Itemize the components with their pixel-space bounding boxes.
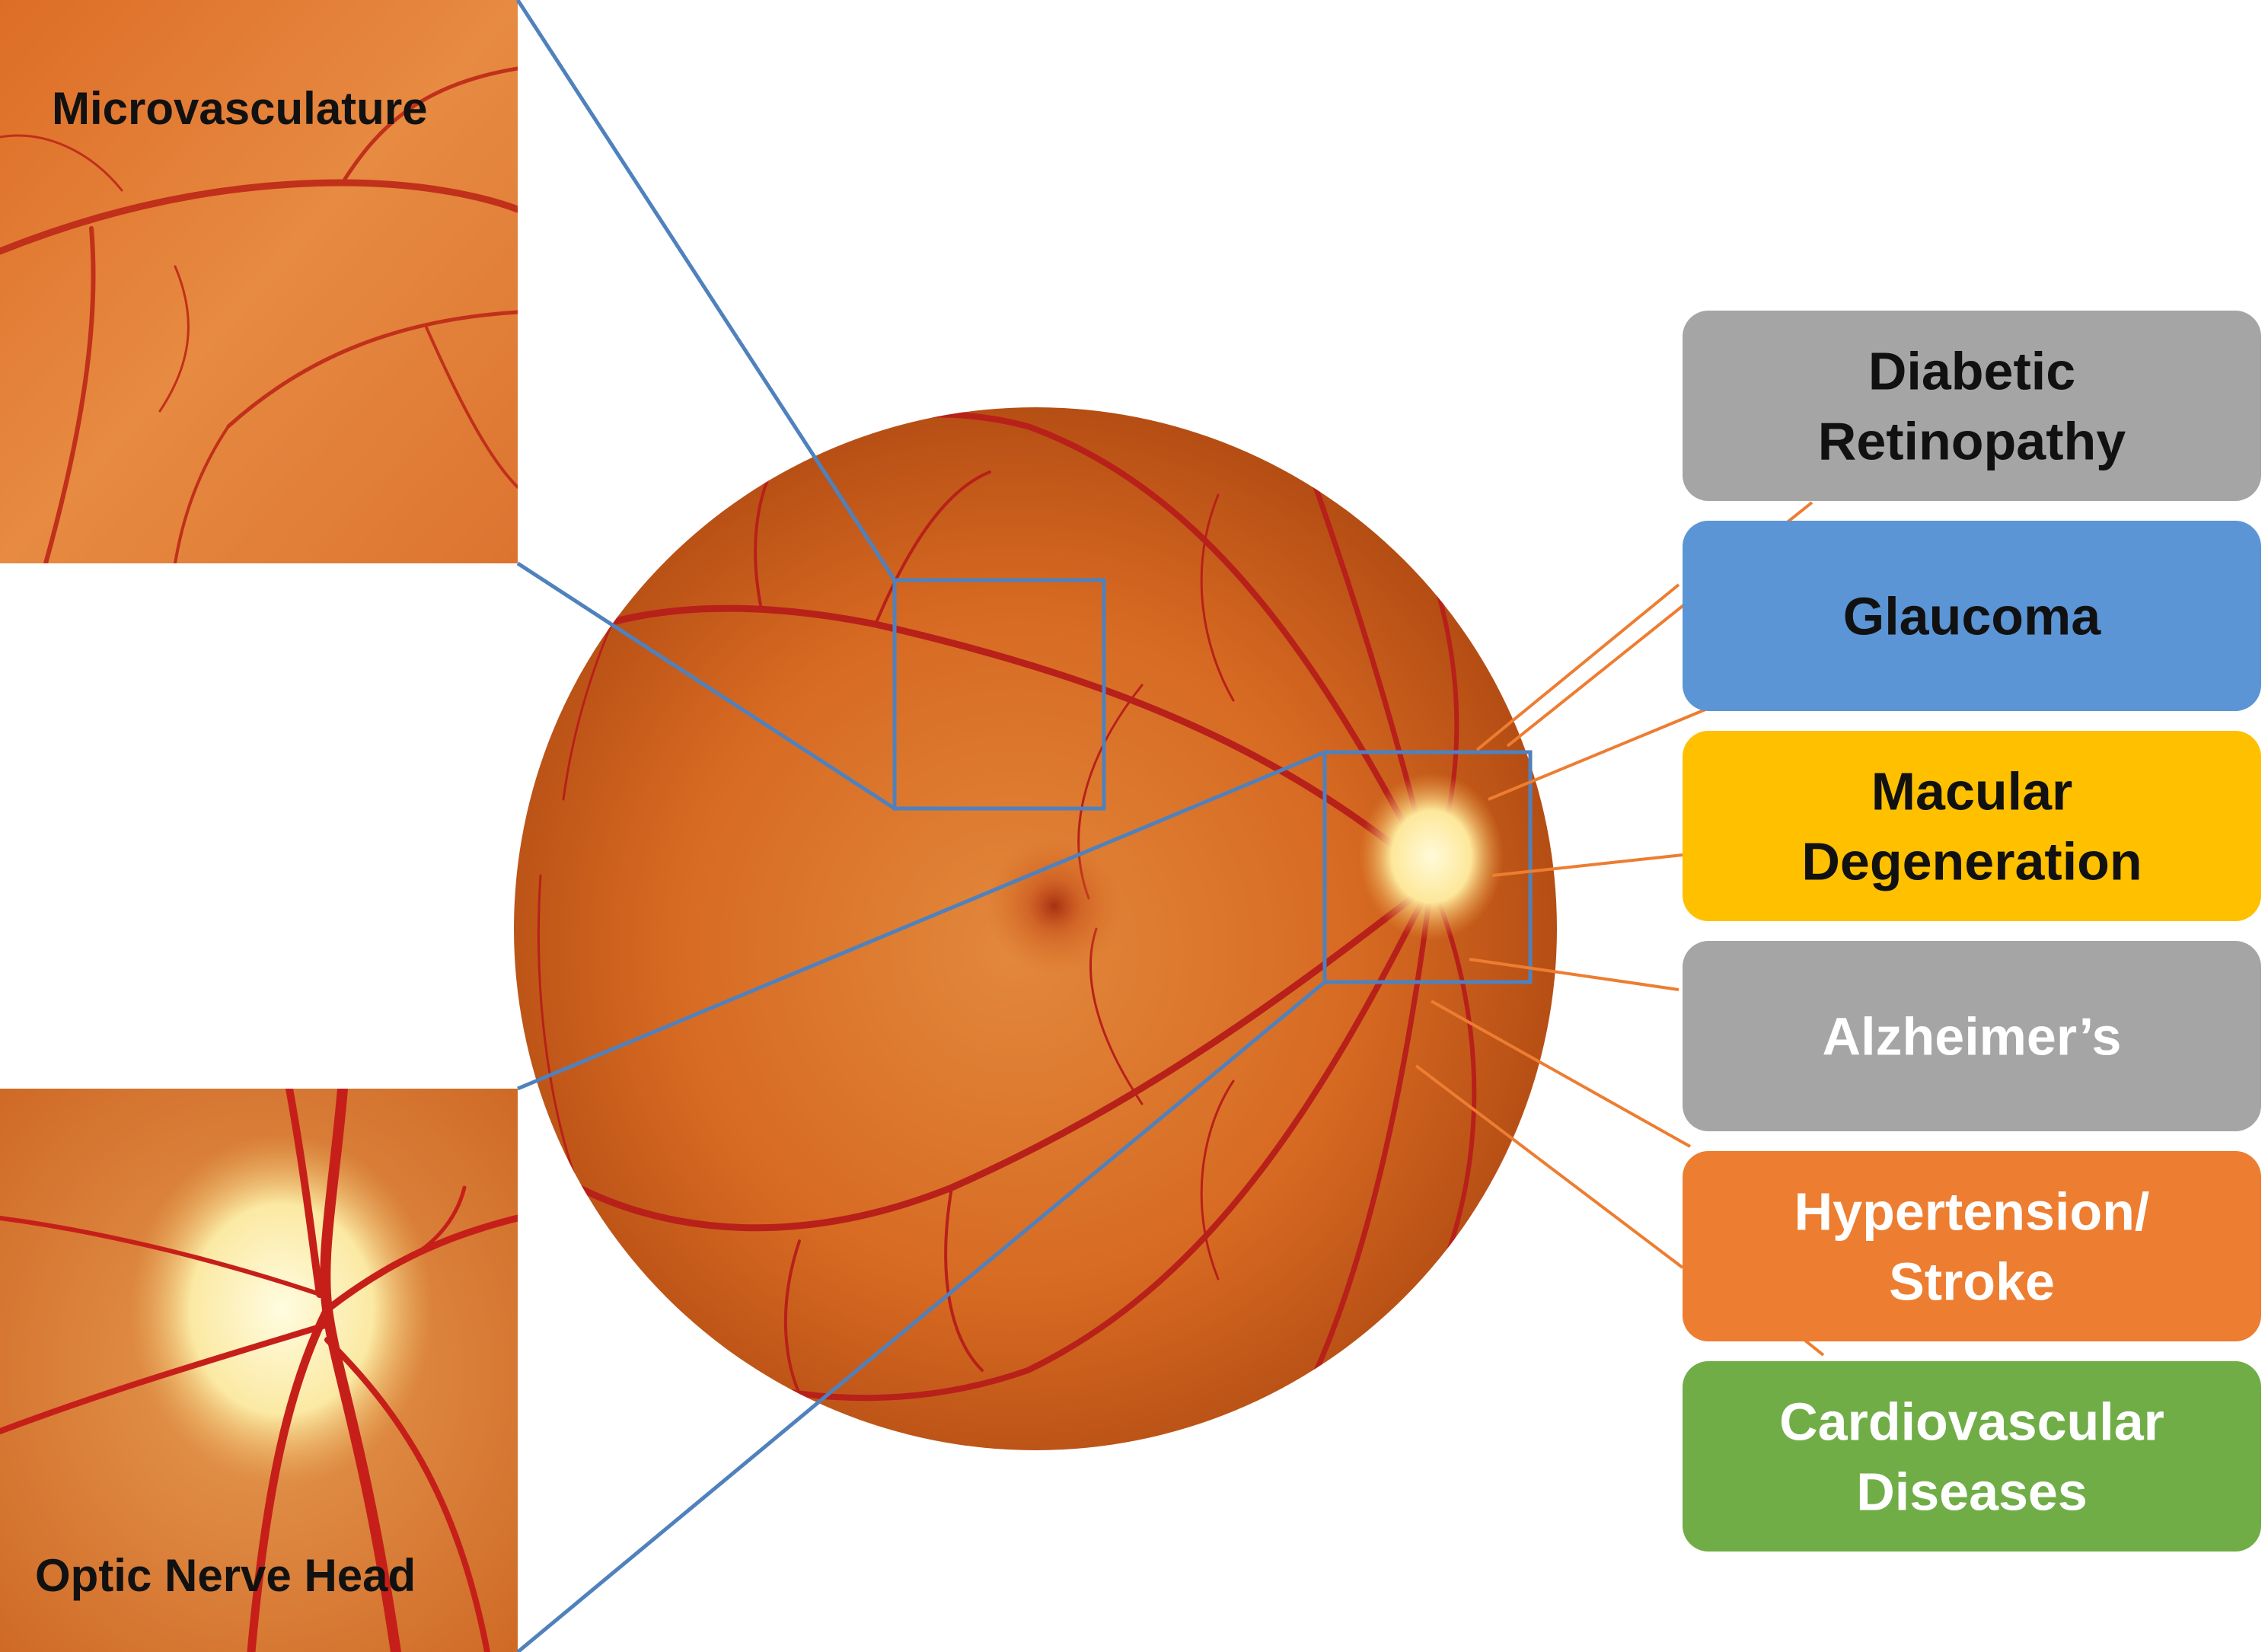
disease-box-bg <box>1683 311 2261 501</box>
disease-label-line: Cardiovascular <box>1779 1392 2164 1452</box>
disease-box-alzheimers: Alzheimer’s <box>1683 941 2261 1131</box>
disease-label-line: Hypertension/ <box>1794 1182 2150 1242</box>
disease-label-line: Alzheimer’s <box>1823 1007 2122 1067</box>
disease-box-bg <box>1683 941 2261 1131</box>
optic-nerve-head-label: Optic Nerve Head <box>35 1550 416 1601</box>
disease-box-glaucoma: Glaucoma <box>1683 521 2261 711</box>
disease-label-line: Diabetic <box>1868 342 2075 401</box>
micro-zoom-box <box>892 578 1106 811</box>
disease-label-line: Stroke <box>1889 1252 2055 1312</box>
retina-fundus-image <box>514 407 1557 1450</box>
disease-box-bg <box>1683 521 2261 711</box>
microvasculature-inset <box>0 0 518 563</box>
disease-label-line: Degeneration <box>1801 832 2142 891</box>
disease-label-line: Diseases <box>1856 1462 2088 1522</box>
disease-box-bg <box>1683 731 2261 921</box>
disease-list: DiabeticRetinopathyGlaucomaMacularDegene… <box>1683 311 2261 1552</box>
zoom-connector-lines <box>515 0 1326 1652</box>
microvasculature-label: Microvasculature <box>52 83 428 134</box>
disease-label-line: Retinopathy <box>1818 412 2126 471</box>
disease-label-line: Macular <box>1871 762 2073 821</box>
disease-box-bg <box>1683 1361 2261 1552</box>
onh-zoom-box <box>1322 750 1533 984</box>
optic-nerve-head-inset <box>0 1089 518 1652</box>
disease-label-line: Glaucoma <box>1843 587 2102 646</box>
disease-box-bg <box>1683 1151 2261 1341</box>
disease-box-hypertension-stroke: Hypertension/Stroke <box>1683 1151 2261 1341</box>
